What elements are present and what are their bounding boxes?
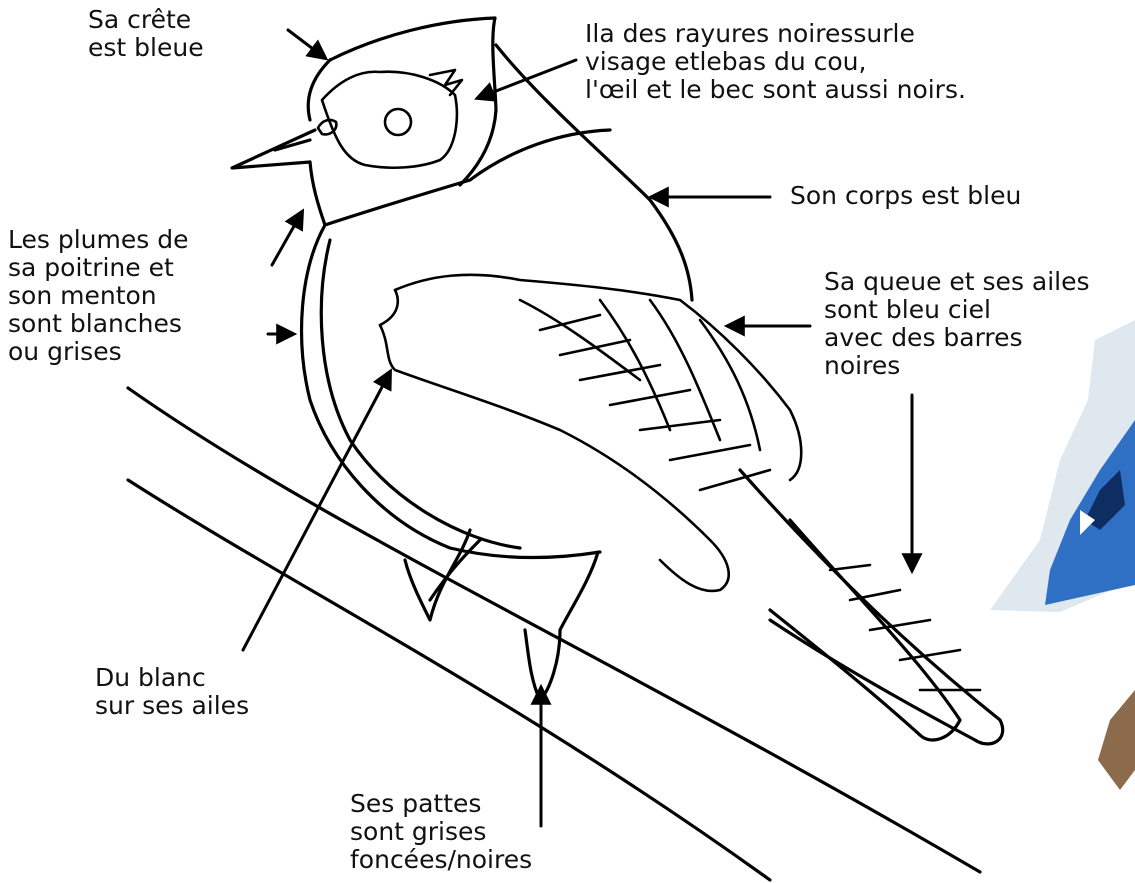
head-pattern	[318, 70, 462, 168]
branch	[128, 388, 980, 880]
label-chest-line-1: Les plumes de	[8, 226, 188, 254]
label-legs-line-3: foncées/noires	[350, 846, 532, 874]
label-chest: Les plumes de sa poitrine et son menton …	[8, 226, 188, 366]
label-face-stripes-line-1: Ila des rayures noiressurle	[585, 20, 966, 48]
label-face-stripes: Ila des rayures noiressurle visage etleb…	[585, 20, 966, 104]
label-legs: Ses pattes sont grises foncées/noires	[350, 790, 532, 874]
label-body-line-1: Son corps est bleu	[790, 182, 1021, 210]
label-chest-line-3: son menton	[8, 282, 188, 310]
label-crest-line-2: est bleue	[88, 34, 204, 62]
label-face-stripes-line-2: visage etlebas du cou,	[585, 48, 966, 76]
label-legs-line-1: Ses pattes	[350, 790, 532, 818]
label-face-stripes-line-3: l'œil et le bec sont aussi noirs.	[585, 76, 966, 104]
label-white-wings-line-1: Du blanc	[95, 664, 249, 692]
label-chest-line-5: ou grises	[8, 338, 188, 366]
label-tail-wings: Sa queue et ses ailes sont bleu ciel ave…	[824, 268, 1090, 380]
label-white-wings-line-2: sur ses ailes	[95, 692, 249, 720]
label-body: Son corps est bleu	[790, 182, 1021, 210]
label-tail-wings-line-4: noires	[824, 352, 1090, 380]
label-crest: Sa crête est bleue	[88, 6, 204, 62]
label-crest-line-1: Sa crête	[88, 6, 204, 34]
label-chest-line-2: sa poitrine et	[8, 254, 188, 282]
bird-body	[232, 18, 1003, 744]
label-chest-line-4: sont blanches	[8, 310, 188, 338]
label-legs-line-2: sont grises	[350, 818, 532, 846]
label-tail-wings-line-3: avec des barres	[824, 324, 1090, 352]
label-white-wings: Du blanc sur ses ailes	[95, 664, 249, 720]
label-tail-wings-line-1: Sa queue et ses ailes	[824, 268, 1090, 296]
blue-jay-photo-fragment	[990, 320, 1135, 790]
label-tail-wings-line-2: sont bleu ciel	[824, 296, 1090, 324]
